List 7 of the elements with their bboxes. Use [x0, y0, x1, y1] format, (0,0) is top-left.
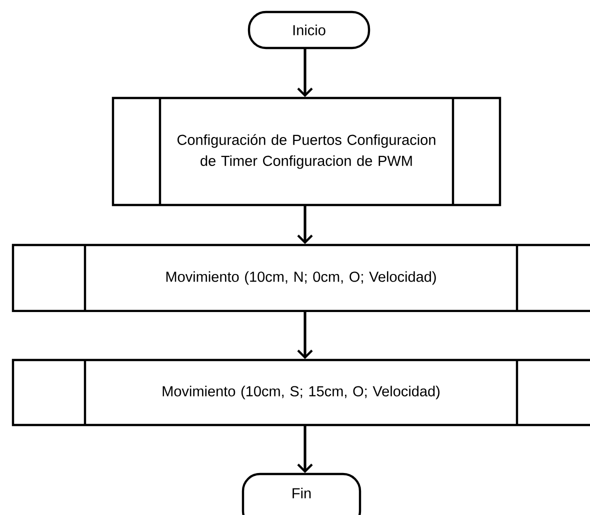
arrow — [297, 311, 313, 359]
process-box: Movimiento (10cm, S; 15cm, O; Velocidad) — [12, 358, 590, 426]
arrow — [297, 48, 313, 97]
process-box: Configuración de Puertos Configuracion de Timer Configuracion de PWM — [112, 96, 502, 206]
process-box: Movimiento (10cm, N; 0cm, O; Velocidad) — [12, 244, 590, 312]
arrow — [297, 205, 313, 244]
arrow — [297, 425, 313, 473]
